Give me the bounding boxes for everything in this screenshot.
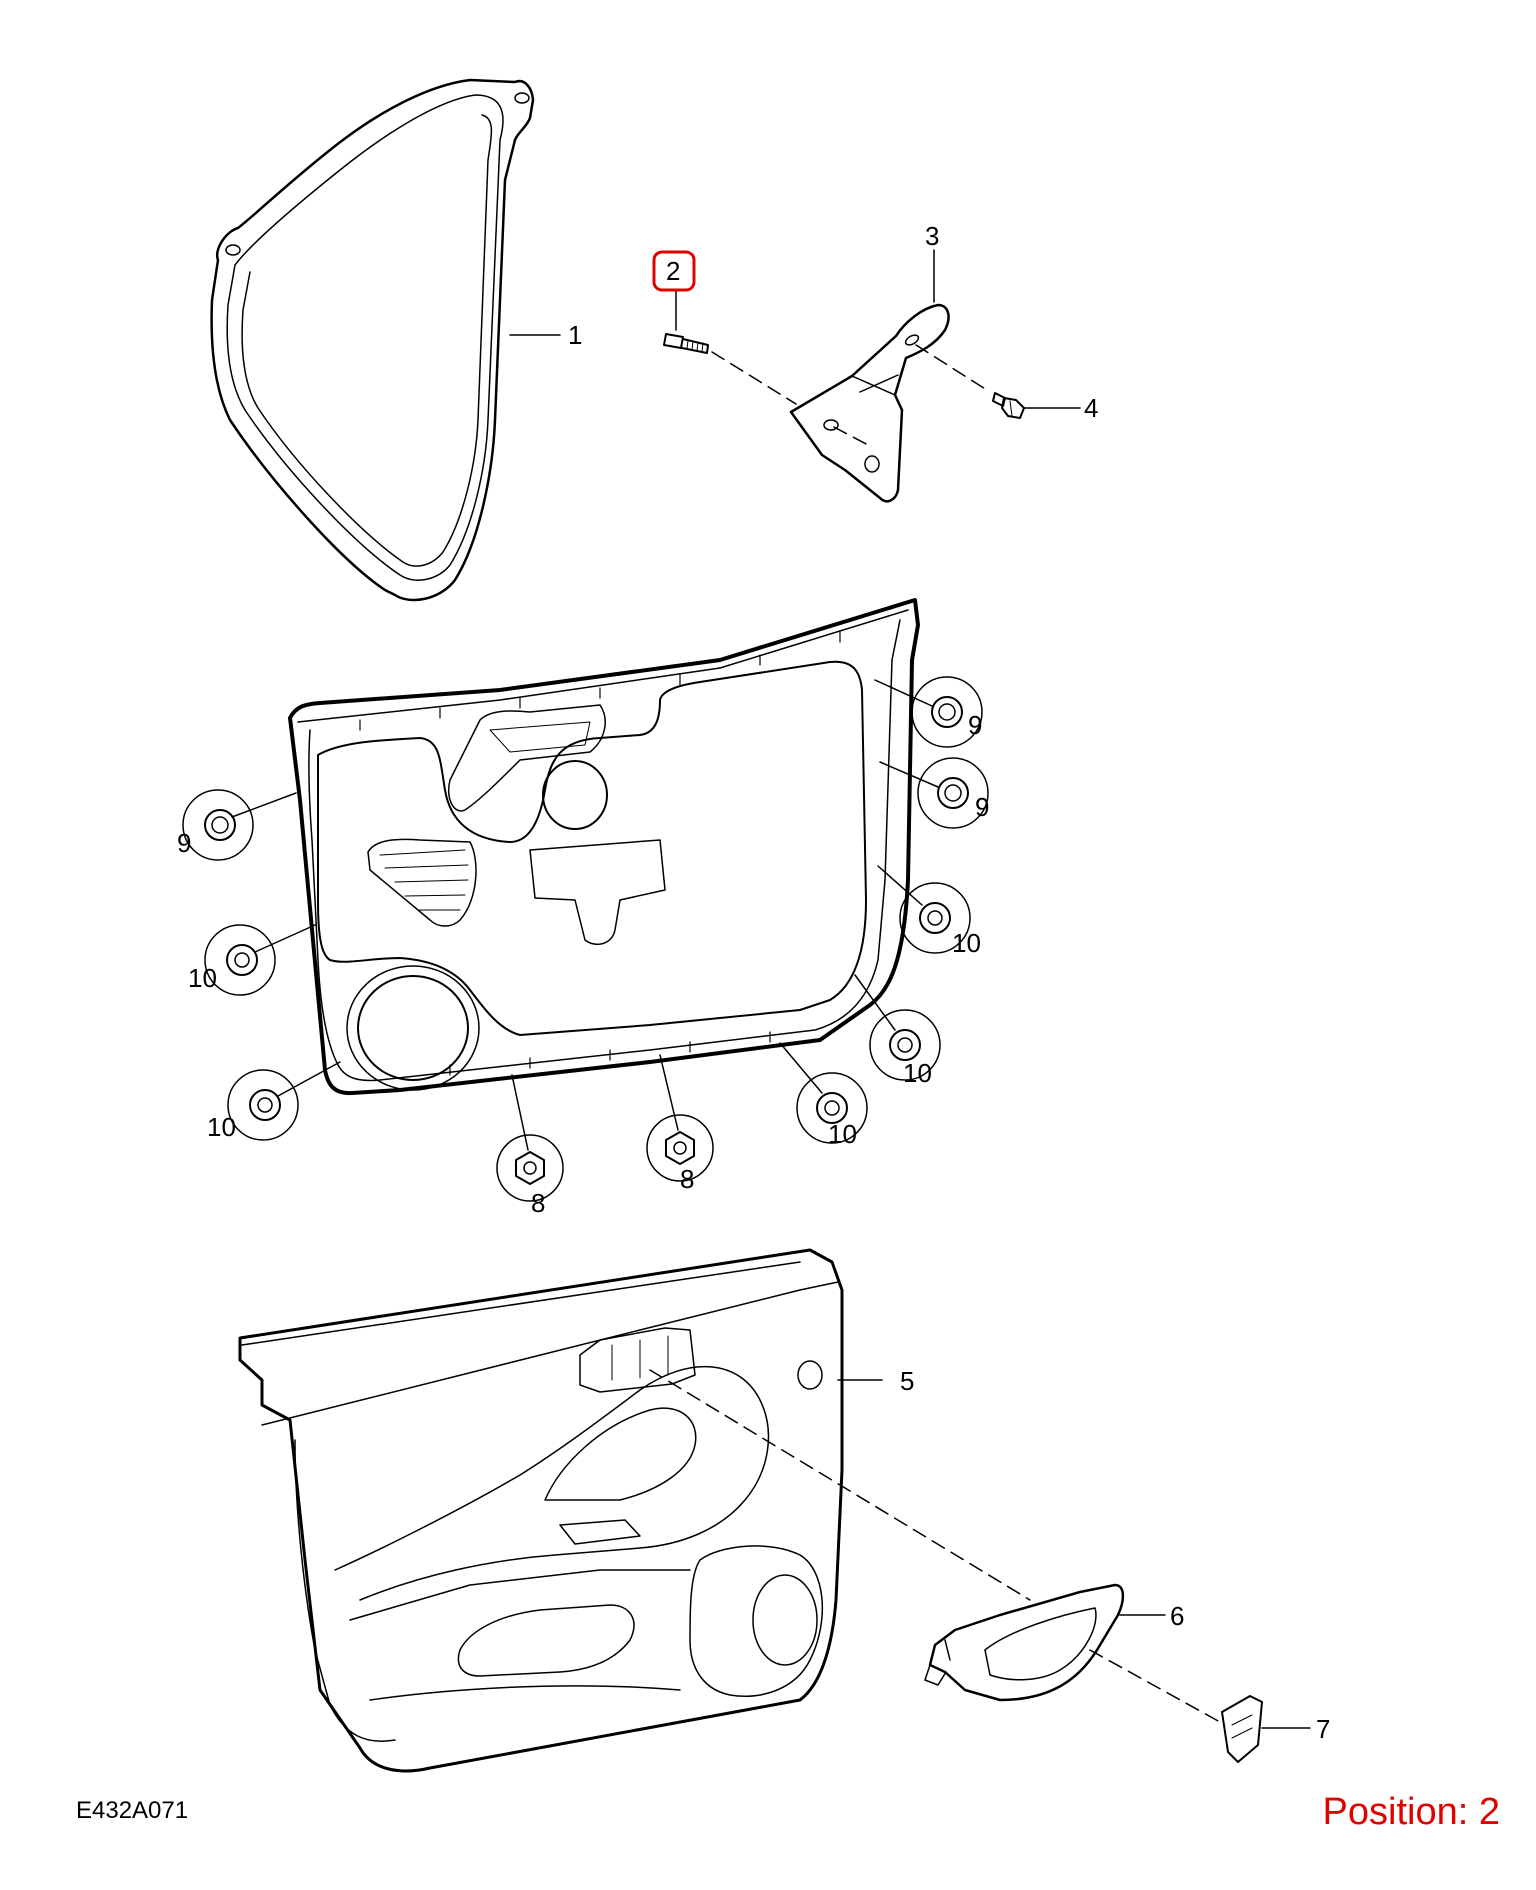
part-10-clip-c[interactable] — [779, 1042, 868, 1144]
part-9-clip-a[interactable] — [874, 676, 983, 748]
part-9-clip-c[interactable] — [182, 789, 297, 861]
part-5-door-trim-panel[interactable] — [238, 1248, 1031, 1773]
callout-1: 1 — [568, 320, 582, 350]
callout-5: 5 — [900, 1366, 914, 1396]
part-9-clip-b[interactable] — [879, 757, 989, 829]
part-2-stud[interactable] — [663, 333, 797, 405]
callout-9b: 9 — [975, 792, 989, 822]
callout-4: 4 — [1084, 393, 1098, 423]
part-10-clip-a[interactable] — [877, 865, 971, 954]
callout-10a: 10 — [952, 928, 981, 958]
part-4-bolt[interactable] — [992, 392, 1025, 419]
callout-2: 2 — [666, 256, 680, 286]
diagram-code: E432A071 — [76, 1797, 188, 1824]
callout-8a: 8 — [531, 1188, 545, 1218]
part-3-bracket[interactable] — [789, 303, 991, 503]
callout-10e: 10 — [207, 1112, 236, 1142]
part-10-clip-d[interactable] — [204, 924, 316, 996]
callout-7: 7 — [1316, 1714, 1330, 1744]
callout-10b: 10 — [903, 1058, 932, 1088]
door-inner-frame — [288, 598, 920, 1096]
callout-8b: 8 — [680, 1164, 694, 1194]
part-8-clip-b[interactable] — [646, 1054, 714, 1182]
position-label: Position: 2 — [1323, 1791, 1500, 1833]
highlight-box-2 — [652, 250, 696, 292]
callout-9a: 9 — [968, 710, 982, 740]
part-8-clip-a[interactable] — [496, 1074, 564, 1202]
part-7-handle-clip[interactable] — [1221, 1695, 1311, 1763]
part-10-clip-b[interactable] — [854, 974, 941, 1081]
part-1-water-shield[interactable] — [210, 78, 535, 602]
callout-3: 3 — [925, 221, 939, 251]
callout-10c: 10 — [828, 1119, 857, 1149]
callout-6: 6 — [1170, 1601, 1184, 1631]
callout-10d: 10 — [188, 963, 217, 993]
part-6-interior-handle[interactable] — [924, 1583, 1221, 1723]
part-10-clip-e[interactable] — [227, 1061, 341, 1141]
callout-9c: 9 — [177, 828, 191, 858]
